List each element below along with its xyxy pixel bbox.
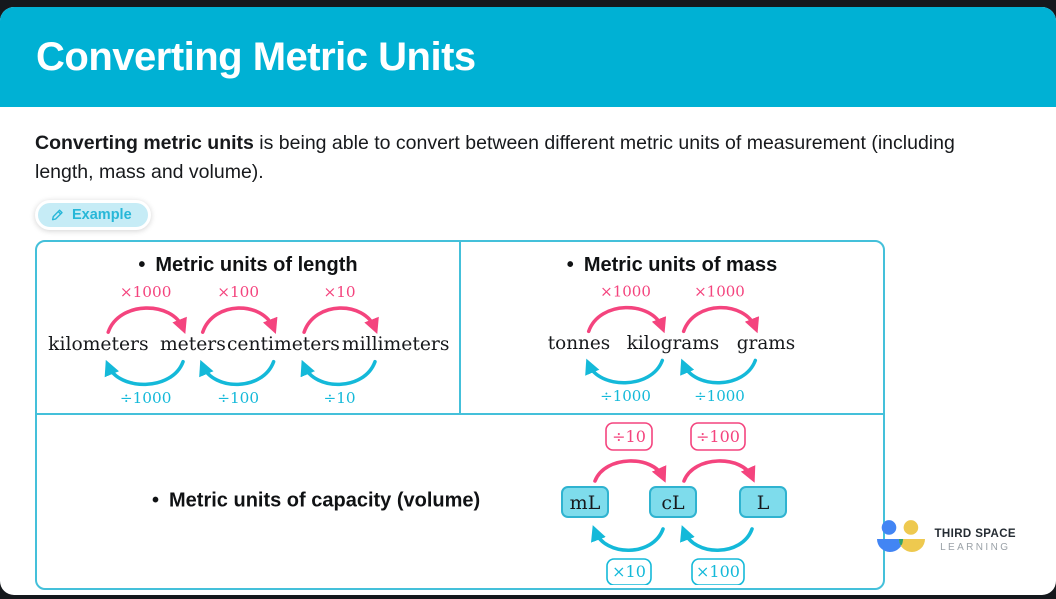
intro-paragraph: Converting metric units is being able to… (35, 129, 995, 188)
unit-label: centimeters (227, 333, 340, 354)
unit-label: meters (160, 333, 226, 354)
mass-multiply-label: ×1000 (600, 282, 651, 300)
length-divide-label: ÷1000 (120, 389, 172, 407)
length-conversion-diagram: ×1000 ×100 ×10 kilometers meters centime… (48, 282, 450, 407)
divide-arrow (682, 458, 756, 483)
example-badge[interactable]: Example (35, 199, 151, 230)
units-panel: • Metric units of length ×1000 ×100 ×10 k… (35, 239, 885, 590)
length-multiply-label: ×100 (217, 282, 259, 300)
length-multiply-label: ×1000 (120, 282, 172, 300)
pencil-icon (51, 209, 63, 221)
unit-label: L (757, 492, 770, 514)
unit-label: mL (570, 492, 601, 514)
multiply-arrow (591, 524, 665, 552)
multiply-arrow (681, 305, 760, 333)
example-badge-label: Example (72, 206, 132, 223)
multiply-arrow (302, 305, 379, 334)
mass-multiply-label: ×1000 (694, 282, 745, 300)
logo-line1: THIRD SPACE (934, 527, 1016, 540)
content-area: Converting metric units is being able to… (0, 129, 1056, 590)
divide-arrow (680, 358, 758, 384)
capacity-title-text: Metric units of capacity (volume) (169, 489, 481, 512)
length-divide-label: ÷100 (217, 389, 259, 407)
mass-section: • Metric units of mass ×1000 ×1000 tonnes… (461, 242, 883, 413)
page-title: Converting Metric Units (36, 34, 476, 79)
logo-mark-icon (876, 520, 925, 552)
intro-text: is being able to convert between differe… (35, 132, 955, 184)
unit-box (561, 485, 609, 518)
capacity-multiply-label: ×10 (612, 562, 646, 581)
logo-text: THIRD SPACE LEARNING (935, 528, 1017, 553)
mass-divide-label: ÷1000 (600, 387, 651, 405)
divide-arrow (300, 359, 377, 386)
unit-label: tonnes (548, 332, 610, 353)
length-section: • Metric units of length ×1000 ×100 ×10 k… (37, 241, 461, 413)
unit-box (649, 485, 697, 518)
divide-arrow (593, 458, 667, 483)
multiply-label-box (691, 557, 745, 585)
divide-arrow (585, 358, 665, 384)
divide-arrow (199, 359, 276, 386)
capacity-section: • Metric units of capacity (volume) ÷10 ÷… (37, 415, 883, 588)
mass-conversion-diagram: ×1000 ×1000 tonnes kilograms grams ÷1000… (548, 282, 795, 405)
capacity-divide-label: ÷100 (696, 427, 740, 446)
worksheet-card: Converting Metric Units Converting metri… (0, 7, 1056, 595)
capacity-section-title: • Metric units of capacity (volume) (152, 490, 480, 513)
unit-label: kilometers (48, 333, 148, 354)
panel-top-row: • Metric units of length ×1000 ×100 ×10 k… (37, 241, 883, 415)
bullet: • (138, 253, 146, 276)
mass-title-text: Metric units of mass (583, 253, 778, 276)
unit-label: kilograms (627, 332, 719, 353)
multiply-arrow (106, 305, 187, 334)
length-title-text: Metric units of length (155, 253, 358, 276)
length-divide-label: ÷10 (323, 389, 355, 407)
bullet: • (152, 489, 160, 512)
unit-label: cL (661, 492, 685, 514)
length-section-title: • Metric units of length (37, 254, 459, 277)
mass-section-title: • Metric units of mass (461, 254, 883, 277)
third-space-learning-logo: THIRD SPACE LEARNING (876, 519, 1017, 561)
unit-label: millimeters (342, 333, 450, 354)
mass-divide-label: ÷1000 (694, 387, 745, 405)
multiply-arrow (680, 524, 754, 552)
divide-arrow (104, 359, 185, 386)
intro-keyword: Converting metric units (35, 132, 254, 154)
divide-label-box (690, 421, 746, 451)
unit-box (739, 485, 787, 518)
capacity-multiply-label: ×100 (696, 562, 740, 581)
multiply-arrow (200, 305, 278, 334)
unit-label: grams (737, 332, 795, 353)
capacity-conversion-diagram: ÷10 ÷100 mL cL L ×10 ×100 (561, 421, 787, 585)
multiply-label-box (606, 557, 652, 585)
length-multiply-label: ×10 (323, 282, 355, 300)
divide-label-box (605, 421, 653, 451)
multiply-arrow (586, 305, 667, 333)
logo-line2: LEARNING (940, 541, 1011, 553)
header-banner: Converting Metric Units (0, 7, 1056, 107)
bullet: • (566, 253, 574, 276)
capacity-divide-label: ÷10 (612, 427, 646, 446)
